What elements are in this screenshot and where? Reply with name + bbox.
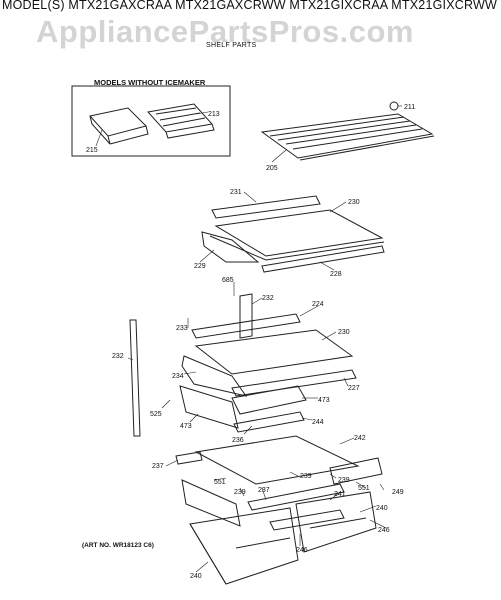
part-234-bracket <box>181 355 248 397</box>
callout-236: 236 <box>232 437 244 444</box>
callout-230-middle: 230 <box>338 329 350 336</box>
callout-234: 234 <box>172 373 184 380</box>
part-240-drawer-right <box>295 491 377 553</box>
callout-241: 241 <box>334 491 346 498</box>
part-211 <box>389 101 399 111</box>
art-number: (ART NO. WR18123 C6) <box>82 542 154 549</box>
inset-box <box>71 85 231 157</box>
part-229-bracket <box>201 231 260 263</box>
callout-230-upper: 230 <box>348 199 360 206</box>
callout-244: 244 <box>312 419 324 426</box>
drawer-edge <box>189 523 227 585</box>
part-228-rail <box>261 245 385 273</box>
part-242-glass-lower <box>194 435 360 485</box>
callout-232-side: 232 <box>112 353 124 360</box>
part-232-side-rail <box>129 319 141 437</box>
callout-473-left: 473 <box>180 423 192 430</box>
callout-551-right: 551 <box>358 485 370 492</box>
watermark: AppliancePartsPros.com <box>36 14 414 49</box>
part-232-post <box>239 293 253 339</box>
glass-edge-upper <box>209 235 385 261</box>
callout-240-left: 240 <box>190 573 202 580</box>
part-224-trim <box>191 313 301 339</box>
part-239-bracket-right <box>329 457 383 485</box>
callout-237-rail: 237 <box>258 487 270 494</box>
callout-551-left: 551 <box>214 479 226 486</box>
callout-685: 685 <box>222 277 234 284</box>
callout-215: 215 <box>86 147 98 154</box>
part-231-trim <box>211 195 321 219</box>
part-227-rail <box>231 369 357 397</box>
callout-231: 231 <box>230 189 242 196</box>
callout-525: 525 <box>150 411 162 418</box>
callout-228: 228 <box>330 271 342 278</box>
callout-211: 211 <box>404 104 415 111</box>
callout-237-left: 237 <box>152 463 164 470</box>
callout-labels: 215 213 211 205 231 230 229 228 685 232 … <box>86 104 415 580</box>
callout-229: 229 <box>194 263 206 270</box>
drawer-handle-right <box>309 517 367 529</box>
diagram-subtitle: SHELF PARTS <box>206 42 257 49</box>
inset-title: MODELS WITHOUT ICEMAKER <box>94 78 206 87</box>
callout-246-left: 246 <box>296 547 308 554</box>
part-215-tray <box>89 107 149 145</box>
callout-239-left: 239 <box>234 489 246 496</box>
part-244-rail <box>233 411 305 433</box>
callout-224: 224 <box>312 301 324 308</box>
callout-249: 249 <box>392 489 404 496</box>
part-213-ice-tray <box>147 103 215 139</box>
part-230-glass-upper <box>214 209 384 257</box>
part-205-wire-shelf <box>260 113 435 161</box>
part-237-clip <box>175 451 203 465</box>
part-230-glass-middle <box>194 329 354 375</box>
callout-232-upper: 232 <box>262 295 274 302</box>
drawer-handle-left <box>235 537 291 549</box>
callout-246-right: 246 <box>378 527 390 534</box>
callout-213: 213 <box>208 111 220 118</box>
part-237-rail <box>247 483 345 511</box>
callout-233: 233 <box>176 325 188 332</box>
callout-239-right: 239 <box>338 477 350 484</box>
callout-240-right: 240 <box>376 505 388 512</box>
part-239-bracket-left <box>181 479 241 527</box>
part-473-slide-left <box>179 385 239 429</box>
part-240-drawer-left <box>189 507 299 585</box>
callout-239-mid: 239 <box>300 473 312 480</box>
part-473-slide-right <box>231 385 307 415</box>
models-header: MODEL(S) MTX21GAXCRAA MTX21GAXCRWW MTX21… <box>2 0 497 12</box>
callout-227: 227 <box>348 385 360 392</box>
callout-242: 242 <box>354 435 366 442</box>
callout-473-right: 473 <box>318 397 330 404</box>
callout-205: 205 <box>266 165 278 172</box>
part-241-rail <box>269 509 345 531</box>
